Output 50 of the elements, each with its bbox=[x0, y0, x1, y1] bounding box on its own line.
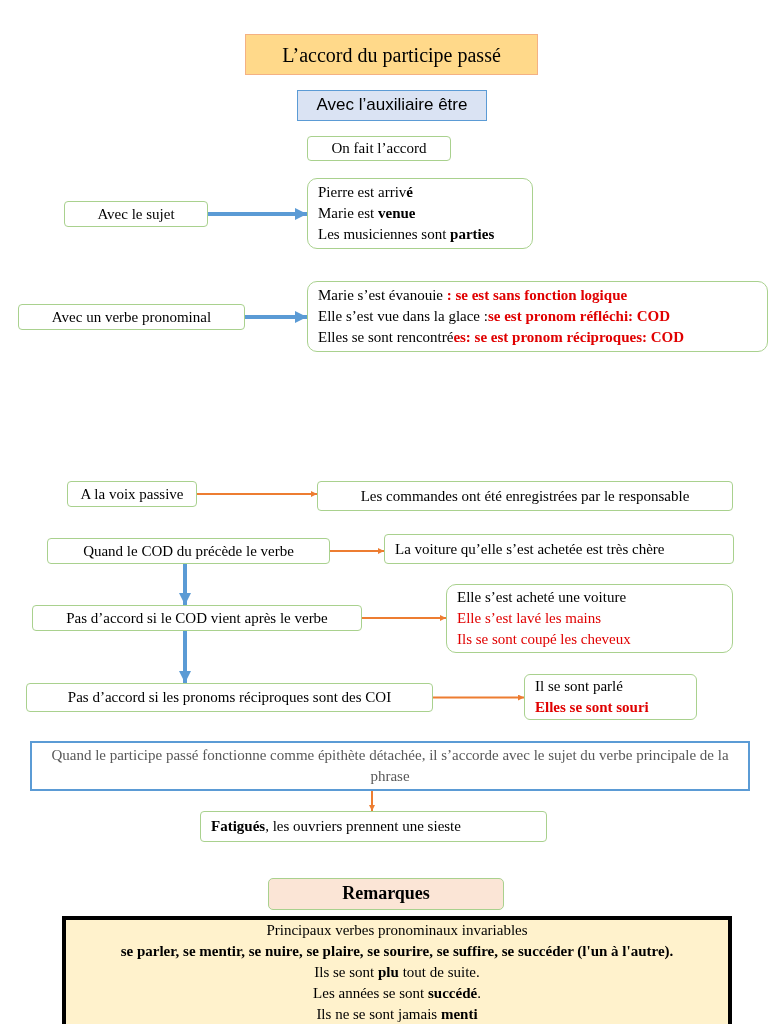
remark-text: Les années se sont succédé. bbox=[312, 983, 482, 1003]
rule-text: Pas d’accord si les pronoms réciproques sont des COI bbox=[66, 688, 393, 707]
example-box bbox=[200, 811, 547, 842]
arrow bbox=[179, 631, 191, 683]
example-sentence: Il se sont parlé bbox=[535, 677, 624, 696]
example-box bbox=[384, 534, 734, 564]
arrow bbox=[369, 790, 375, 812]
example-box bbox=[307, 281, 768, 352]
arrow bbox=[432, 694, 525, 701]
remarks-box bbox=[62, 916, 732, 1024]
heading-text: Remarques bbox=[341, 882, 431, 906]
rule-text: Quand le participe passé fonctionne comme épithète détachée, il s’accorde avec le sujet du verbe principale de la phrase bbox=[50, 746, 730, 786]
example-box bbox=[307, 178, 533, 249]
rule-text: Quand le COD du précède le verbe bbox=[82, 541, 295, 561]
arrow bbox=[208, 208, 307, 220]
example-sentence: Pierre est arrivé bbox=[318, 183, 414, 202]
rule-text: Avec un verbe pronominal bbox=[50, 307, 213, 327]
title-text: L’accord du participe passé bbox=[281, 42, 502, 68]
rule-text: Pas d’accord si le COD vient après le verbe bbox=[65, 608, 329, 628]
arrow bbox=[329, 548, 385, 554]
remark-text: Ils se sont plu tout de suite. bbox=[313, 962, 481, 982]
example-box bbox=[317, 481, 733, 511]
example-sentence: Elles se sont rencontrées: se est pronom réciproques: COD bbox=[318, 328, 686, 347]
title-banner bbox=[245, 34, 538, 75]
remark-text: Principaux verbes pronominaux invariables bbox=[265, 920, 529, 940]
example-sentence: Les musiciennes sont parties bbox=[318, 225, 496, 244]
example-sentence: Les commandes ont été enregistrées par le responsable bbox=[359, 486, 691, 506]
example-sentence: Marie est venue bbox=[318, 204, 417, 223]
arrow bbox=[361, 615, 447, 621]
arrow bbox=[179, 564, 191, 605]
arrow bbox=[245, 311, 307, 323]
example-sentence: Marie s’est évanouie : se est sans fonction logique bbox=[318, 286, 629, 305]
example-sentence: Elles se sont souri bbox=[535, 698, 650, 717]
remark-text: Ils ne se sont jamais menti bbox=[315, 1004, 479, 1024]
example-sentence: La voiture qu’elle s’est achetée est très chère bbox=[395, 539, 666, 559]
example-box bbox=[524, 674, 697, 720]
example-sentence: Ils se sont coupé les cheveux bbox=[457, 630, 632, 649]
remark-text: se parler, se mentir, se nuire, se plaire, se sourire, se suffire, se succéder (l'un à l'autre). bbox=[119, 941, 675, 961]
remarks-heading-box bbox=[268, 878, 504, 910]
arrow bbox=[196, 491, 318, 497]
example-sentence: Fatigués, les ouvriers prennent une sieste bbox=[211, 817, 462, 836]
section-heading-box bbox=[297, 90, 487, 121]
rule-text: Avec le sujet bbox=[96, 204, 176, 224]
heading-text: Avec l’auxiliaire être bbox=[315, 94, 469, 117]
rule-text: A la voix passive bbox=[79, 484, 185, 504]
example-box bbox=[446, 584, 733, 653]
example-sentence: Elle s’est lavé les mains bbox=[457, 609, 603, 628]
rule-text: On fait l’accord bbox=[330, 139, 428, 158]
example-sentence: Elle s’est vue dans la glace :se est pronom réfléchi: COD bbox=[318, 307, 672, 326]
example-sentence: Elle s’est acheté une voiture bbox=[457, 588, 628, 607]
